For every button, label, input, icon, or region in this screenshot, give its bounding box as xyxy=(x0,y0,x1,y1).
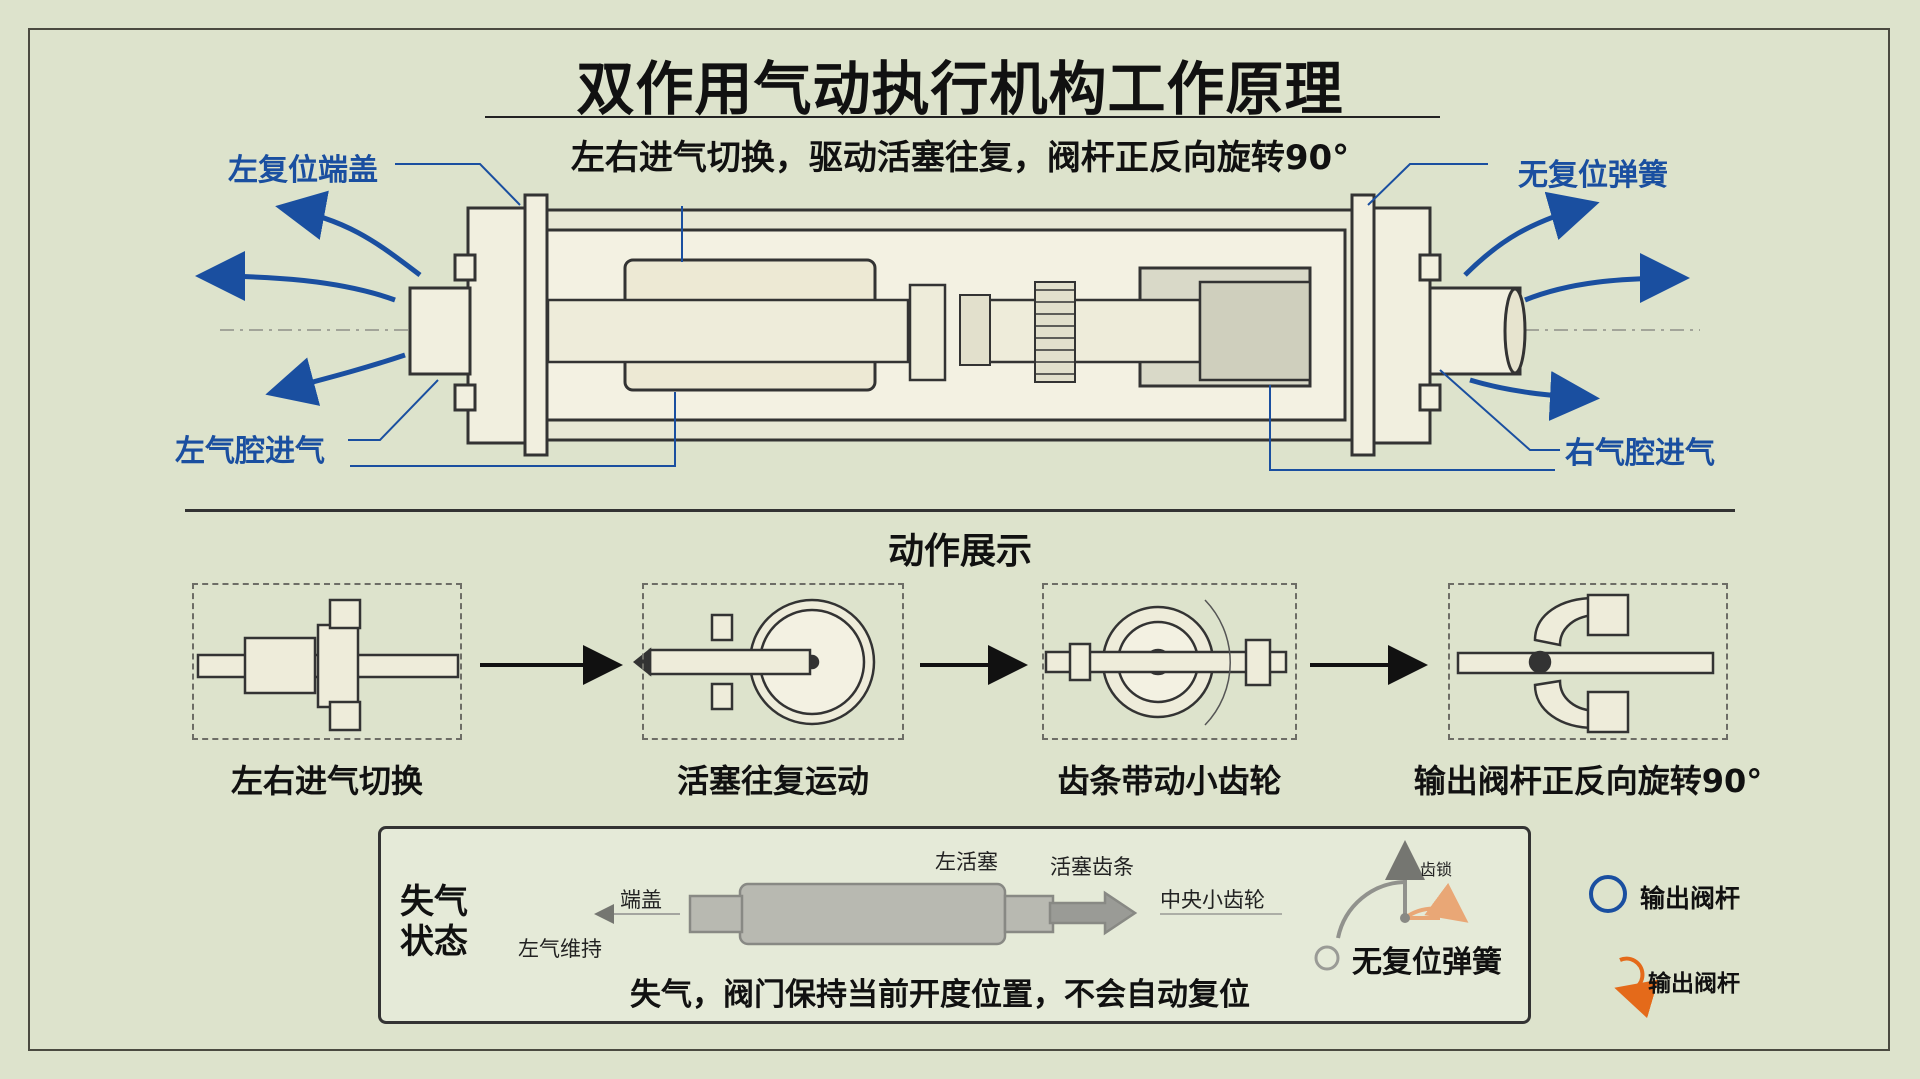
label-center-pinion: 中央小齿轮 xyxy=(1160,888,1265,912)
label-tooth-lock: 齿锁 xyxy=(1420,860,1453,879)
step-box-1 xyxy=(192,583,462,740)
right-airflow-arrows xyxy=(1463,191,1690,421)
step-label-2: 活塞往复运动 xyxy=(676,762,869,800)
callout-right-inlet: 右气腔进气 xyxy=(1565,436,1715,471)
step3-icon xyxy=(1044,599,1288,726)
label-no-spring: 无复位弹簧 xyxy=(1352,945,1502,980)
step1-icon xyxy=(196,598,460,732)
title-underline xyxy=(485,116,1440,118)
step4-icon xyxy=(1456,593,1715,734)
label-left-hold: 左气维持 xyxy=(518,937,602,961)
left-end-cap xyxy=(408,193,549,457)
tooth-lock-symbol xyxy=(1314,840,1469,971)
step-box-4 xyxy=(1448,583,1728,740)
step-label-4: 输出阀杆正反向旋转90° xyxy=(1413,762,1763,800)
state-cylinder xyxy=(688,882,1138,946)
label-end-cap: 端盖 xyxy=(620,888,662,912)
label-piston-rack: 活塞齿条 xyxy=(1050,855,1134,879)
state-description: 失气，阀门保持当前开度位置，不会自动复位 xyxy=(630,977,1250,1013)
pinion-gear xyxy=(959,281,1076,383)
left-airflow-arrows xyxy=(195,190,422,406)
state-title: 失气状态 xyxy=(400,882,468,962)
leader-lines xyxy=(348,163,1560,471)
piston-rod xyxy=(546,280,1312,382)
callout-left-cap: 左复位端盖 xyxy=(228,153,378,188)
blueprint-frame xyxy=(28,28,1890,1051)
right-end-cap xyxy=(1350,193,1527,457)
divider-line xyxy=(185,510,1735,512)
step-label-3: 齿条带动小齿轮 xyxy=(1057,762,1282,800)
legend-orange-ring xyxy=(1614,956,1659,1019)
page-title: 双作用气动执行机构工作原理 xyxy=(576,55,1344,123)
step2-icon xyxy=(632,598,876,726)
section-title: 动作展示 xyxy=(887,531,1032,572)
callout-left-inlet: 左气腔进气 xyxy=(175,434,325,469)
legend-blue-ring xyxy=(1589,875,1627,913)
state-panel xyxy=(378,826,1531,1024)
callout-right-spring: 无复位弹簧 xyxy=(1518,158,1668,193)
step-box-3 xyxy=(1042,583,1297,740)
step-box-2 xyxy=(642,583,904,740)
step-label-1: 左右进气切换 xyxy=(230,762,423,800)
legend-label-orange: 输出阀杆 xyxy=(1648,971,1740,997)
legend-label-blue: 输出阀杆 xyxy=(1640,884,1741,913)
page-subtitle: 左右进气切换，驱动活塞往复，阀杆正反向旋转90° xyxy=(570,138,1350,178)
label-left-piston: 左活塞 xyxy=(935,850,998,874)
